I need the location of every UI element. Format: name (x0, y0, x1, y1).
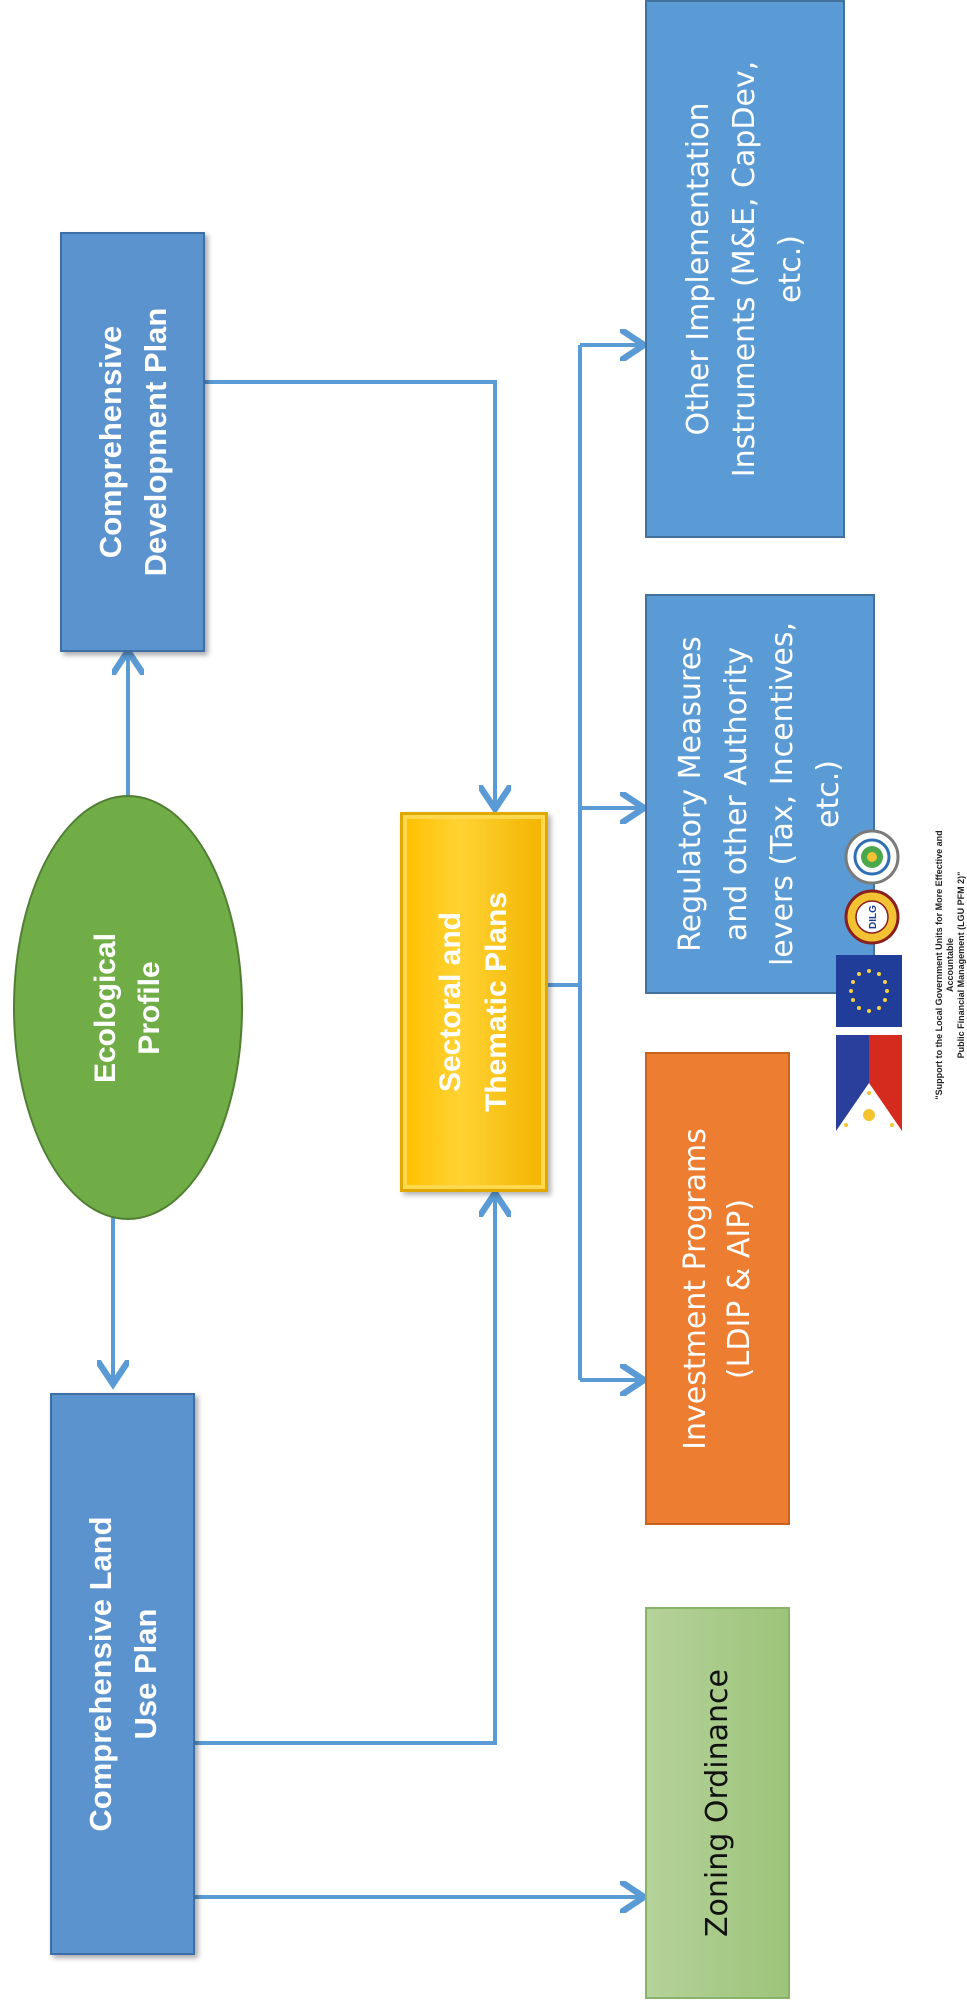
other-implementation-label: Other Implementation Instruments (M&E, C… (681, 60, 808, 478)
clup-label: Comprehensive Land Use Plan (82, 1516, 163, 1832)
ecological-profile-node: Ecological Profile (13, 795, 243, 1220)
cdp-node: Comprehensive Development Plan (60, 232, 205, 652)
zoning-ordinance-node: Zoning Ordinance (645, 1607, 790, 1999)
ecological-profile-label: Ecological Profile (89, 932, 166, 1083)
clup-node: Comprehensive Land Use Plan (50, 1393, 195, 1955)
arrow-cdp-to-sectoral (205, 380, 495, 805)
sectoral-thematic-label: Sectoral and Thematic Plans (434, 891, 513, 1113)
investment-programs-node: Investment Programs (LDIP & AIP) (645, 1052, 790, 1525)
sectoral-thematic-node: Sectoral and Thematic Plans (400, 812, 548, 1192)
agency-seal-icon (844, 829, 900, 885)
regulatory-measures-node: Regulatory Measures and other Authority … (645, 594, 875, 994)
arrow-clup-to-sectoral (170, 1197, 495, 1745)
investment-programs-label: Investment Programs (LDIP & AIP) (677, 1127, 757, 1450)
cdp-label: Comprehensive Development Plan (92, 307, 173, 577)
footer-caption: "Support to the Local Government Units f… (934, 830, 966, 1100)
footer-logos: DILG "Support to the Local Government Un… (808, 805, 966, 1135)
dilg-seal-icon: DILG (844, 889, 900, 945)
zoning-ordinance-label: Zoning Ordinance (699, 1669, 735, 1938)
other-implementation-node: Other Implementation Instruments (M&E, C… (645, 0, 845, 538)
philippine-flag-icon (836, 1035, 902, 1131)
connectors (0, 0, 947, 2006)
svg-text:DILG: DILG (868, 905, 879, 929)
eu-flag-icon (836, 955, 902, 1027)
